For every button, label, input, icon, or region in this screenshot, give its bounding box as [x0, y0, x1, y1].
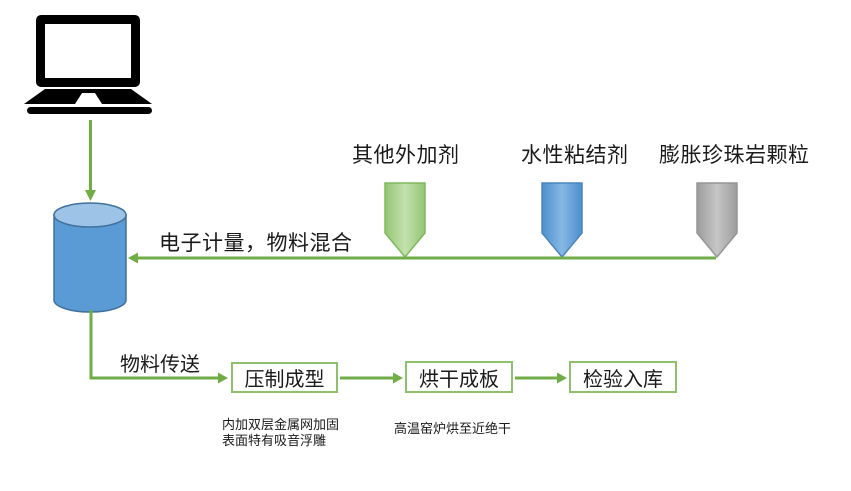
arrow-materials-to-mixer — [128, 252, 716, 264]
step-label-inspect-warehouse: 检验入库 — [583, 368, 663, 391]
perlite-funnel-label: 膨胀珍珠岩颗粒 — [659, 144, 810, 167]
step-box-press-forming: 压制成型 — [231, 362, 338, 393]
binder-funnel-label: 水性粘结剂 — [521, 144, 629, 167]
step-label-dry-to-board: 烘干成板 — [419, 368, 499, 391]
additives-funnel-label: 其他外加剂 — [352, 144, 460, 167]
press-forming-note-line-2: 表面特有吸音浮雕 — [222, 433, 327, 448]
binder-funnel-icon — [541, 182, 583, 259]
additives-funnel-icon — [384, 182, 426, 259]
step-box-dry-to-board: 烘干成板 — [405, 361, 513, 393]
perlite-funnel-icon — [696, 182, 738, 259]
arrow-press-to-dry — [340, 372, 403, 384]
press-forming-note-line-1: 内加双层金属网加固 — [222, 417, 340, 432]
press-forming-note: 内加双层金属网加固 表面特有吸音浮雕 — [222, 417, 339, 449]
arrow-mixer-to-press — [89, 310, 228, 384]
mixer-cylinder-icon — [53, 202, 127, 313]
step-label-press-forming: 压制成型 — [244, 369, 325, 391]
drying-note-line-1: 高温窑炉烘至近绝干 — [394, 421, 512, 436]
metering-mixing-label: 电子计量，物料混合 — [159, 232, 353, 255]
drying-note: 高温窑炉烘至近绝干 — [394, 421, 511, 437]
step-box-inspect-warehouse: 检验入库 — [569, 361, 677, 393]
arrow-dry-to-inspect — [515, 372, 567, 384]
laptop-icon — [24, 15, 152, 114]
arrow-laptop-to-mixer — [85, 120, 96, 201]
material-transfer-label: 物料传送 — [120, 354, 200, 376]
